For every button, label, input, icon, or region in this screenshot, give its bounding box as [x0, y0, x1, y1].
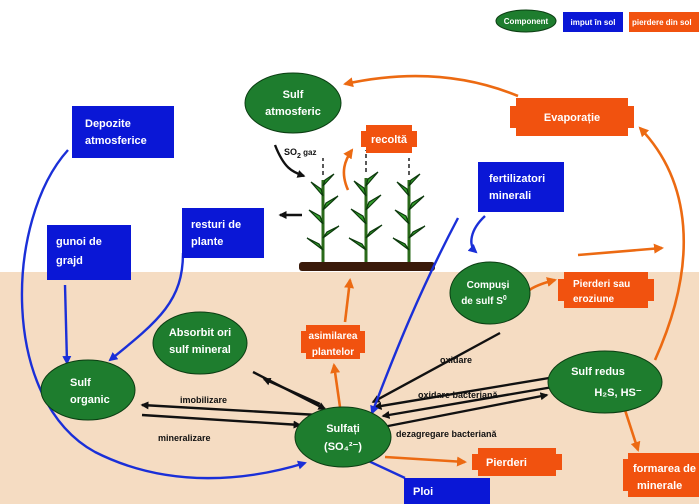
sulf-redus-line1: Sulf redus [571, 366, 625, 378]
orange-arrows [330, 74, 685, 467]
node-asimilarea-plantelor: asimilarea plantelor [301, 325, 365, 359]
arrow-evaporatie-to-atmosferic [343, 74, 519, 98]
depozite-line1: Depozite [85, 118, 131, 130]
arrow-resturi-to-organic [108, 252, 185, 362]
sulfati-line2: (SO₄²⁻) [324, 441, 362, 453]
arrow-so2-to-plants [273, 144, 306, 178]
minerale-line1: formarea de [633, 463, 696, 475]
plants-illustration [306, 171, 426, 262]
node-pierderi: Pierderi [472, 448, 562, 476]
arrow-mineralizare [141, 413, 302, 429]
edge-label-dezagregare-bacteriana: dezagregare bacteriană [396, 429, 498, 439]
ploi-label: Ploi [413, 486, 433, 498]
legend-input-swatch [563, 12, 623, 32]
node-absorbit-ori-sulf-mineral: Absorbit ori sulf mineral [152, 311, 248, 375]
eroziune-line2: eroziune [573, 294, 615, 305]
legend-component-swatch [495, 9, 557, 33]
node-pierderi-sau-eroziune: Pierderi sau eroziune [558, 272, 654, 308]
legend-loss-label: pierdere din sol [632, 18, 692, 27]
arrow-imobilizare [140, 401, 319, 417]
node-sulf-organic: Sulf organic [40, 359, 136, 421]
node-evaporatie: Evaporație [510, 98, 634, 136]
resturi-line2: plante [191, 236, 223, 248]
arrow-oxidare-bacteriana [381, 385, 554, 419]
node-gunoi-de-grajd: gunoi de grajd [47, 225, 131, 280]
sulfati-line1: Sulfați [326, 423, 360, 435]
asimilarea-line2: plantelor [312, 347, 354, 358]
sulf-organic-line1: Sulf [70, 377, 91, 389]
edge-label-oxidare-bacteriana: oxidare bacteriană [418, 390, 499, 400]
arrow-asimilare-to-plants [343, 278, 355, 323]
fertilizatori-line2: minerali [489, 190, 531, 202]
arrow-sulfati-to-pierderi [384, 455, 467, 467]
node-recolta: recoltă [361, 125, 417, 153]
arrow-fertilizatori-to-sulfati [370, 217, 460, 415]
black-arrows [140, 144, 556, 429]
node-sulf-redus: Sulf redus H₂S, HS⁻ [547, 350, 663, 414]
arrow-fertilizatori-to-compusi [467, 215, 486, 254]
sulf-redus-line2: H₂S, HS⁻ [594, 387, 642, 399]
depozite-line2: atmosferice [85, 135, 147, 147]
arrow-redus-to-minerale [623, 409, 641, 452]
arrow-plants-to-recolta [342, 148, 354, 191]
legend-component-label: Component [504, 17, 549, 26]
compusi-line2: de sulf S0 [461, 295, 507, 307]
node-sulfati: Sulfați (SO₄²⁻) [294, 406, 392, 468]
arrow-redus-to-evaporatie [638, 126, 685, 361]
fertilizatori-line1: fertilizatori [489, 173, 545, 185]
absorbit-line2: sulf mineral [169, 344, 231, 356]
sulf-atmosferic-line1: Sulf [283, 89, 304, 101]
edge-label-mineralizare: mineralizare [158, 433, 211, 443]
compusi-line1: Compuși [467, 280, 510, 291]
so2-gaz-label: SO2 gaz [284, 147, 316, 160]
gunoi-line2: grajd [56, 255, 83, 267]
legend-input-label: imput în sol [571, 18, 616, 27]
harvest-dashed-lines [322, 150, 410, 175]
node-sulf-atmosferic: Sulf atmosferic [244, 72, 342, 134]
arrow-eroziune-out [577, 243, 664, 257]
recolta-label: recoltă [371, 134, 408, 146]
node-ploi: Ploi [404, 478, 490, 504]
gunoi-line1: gunoi de [56, 236, 102, 248]
legend: Component imput în sol pierdere din sol [495, 9, 699, 33]
arrow-sulfati-to-absorbit [262, 377, 321, 406]
arrow-sulfati-to-asimilare [330, 363, 342, 408]
edge-label-imobilizare: imobilizare [180, 395, 227, 405]
eroziune-line1: Pierderi sau [573, 279, 630, 290]
node-fertilizatori-minerali: fertilizatori minerali [478, 162, 564, 212]
node-formarea-de-minerale: formarea de minerale [623, 453, 699, 497]
absorbit-line1: Absorbit ori [169, 327, 231, 339]
ground-strip [299, 262, 435, 271]
asimilarea-line1: asimilarea [309, 331, 358, 342]
arrow-depozite-to-sulfati [20, 149, 307, 480]
node-depozite-atmosferice: Depozite atmosferice [72, 106, 174, 158]
pierderi-label: Pierderi [486, 457, 527, 469]
evaporatie-label: Evaporație [544, 112, 600, 124]
arrow-dezagregare [382, 392, 549, 429]
sulf-organic-line2: organic [70, 394, 110, 406]
arrow-oxidare [371, 331, 501, 404]
sulf-atmosferic-line2: atmosferic [265, 106, 321, 118]
legend-loss-swatch [629, 12, 699, 32]
edge-label-oxidare: oxidare [440, 355, 472, 365]
minerale-line2: minerale [637, 480, 682, 492]
node-resturi-de-plante: resturi de plante [182, 208, 264, 258]
node-compusi-de-sulf: Compuși de sulf S0 [449, 261, 531, 325]
arrow-sulfati-to-redus [373, 375, 556, 410]
resturi-line1: resturi de [191, 219, 241, 231]
arrow-gunoi-to-organic [62, 284, 72, 365]
